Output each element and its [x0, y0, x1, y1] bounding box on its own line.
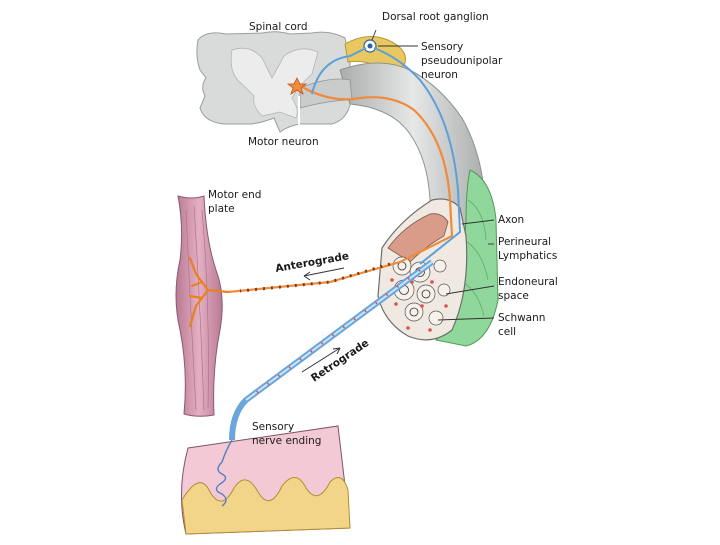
- retrograde-tube-core: [245, 261, 433, 401]
- motor-end-plate: [188, 256, 230, 328]
- label-motor-end-2: plate: [208, 203, 235, 215]
- label-endoneural-2: space: [498, 290, 529, 302]
- label-perineural-1: Perineural: [498, 236, 551, 248]
- sensory-axon: [373, 47, 462, 265]
- endoneural-dots: [390, 278, 448, 332]
- sensory-axon-central: [311, 47, 367, 95]
- label-motor-neuron: Motor neuron: [248, 136, 319, 148]
- motor-axon: [227, 83, 454, 294]
- label-schwann-2: cell: [498, 326, 516, 338]
- label-axon: Axon: [498, 214, 524, 226]
- sensory-nerve-ending: [215, 439, 233, 507]
- retrograde-arrow: [301, 347, 341, 373]
- axon-bundles: [392, 256, 451, 326]
- anterograde-arrow: [303, 267, 345, 277]
- retrograde-arrow-head: [332, 347, 341, 355]
- retrograde-tube: [229, 259, 434, 441]
- muscle-fiber: [175, 195, 223, 417]
- label-motor-end-1: Motor end: [208, 189, 261, 201]
- label-perineural-2: Lymphatics: [498, 250, 557, 262]
- label-schwann-1: Schwann: [498, 312, 545, 324]
- label-dorsal-root-ganglion: Dorsal root ganglion: [382, 11, 489, 23]
- label-endoneural-1: Endoneural: [498, 276, 558, 288]
- anterograde-arrow-head: [303, 271, 311, 281]
- label-anterograde: Anterograde: [274, 250, 350, 275]
- label-sensory-ending-2: nerve ending: [252, 435, 321, 447]
- muscle-striations: [185, 205, 209, 411]
- leader-lines: [371, 29, 495, 321]
- grey-matter: [230, 47, 319, 119]
- motor-neuron-cell: [286, 77, 308, 95]
- label-spinal-cord: Spinal cord: [249, 21, 308, 33]
- skin-epidermis: [181, 477, 351, 535]
- ganglion-nucleus: [367, 43, 373, 49]
- label-sensory-neuron-1: Sensory: [421, 41, 463, 53]
- label-sensory-ending-1: Sensory: [252, 421, 294, 433]
- label-sensory-neuron-2: pseudounipolar: [421, 55, 503, 67]
- label-sensory-neuron-3: neuron: [421, 69, 458, 81]
